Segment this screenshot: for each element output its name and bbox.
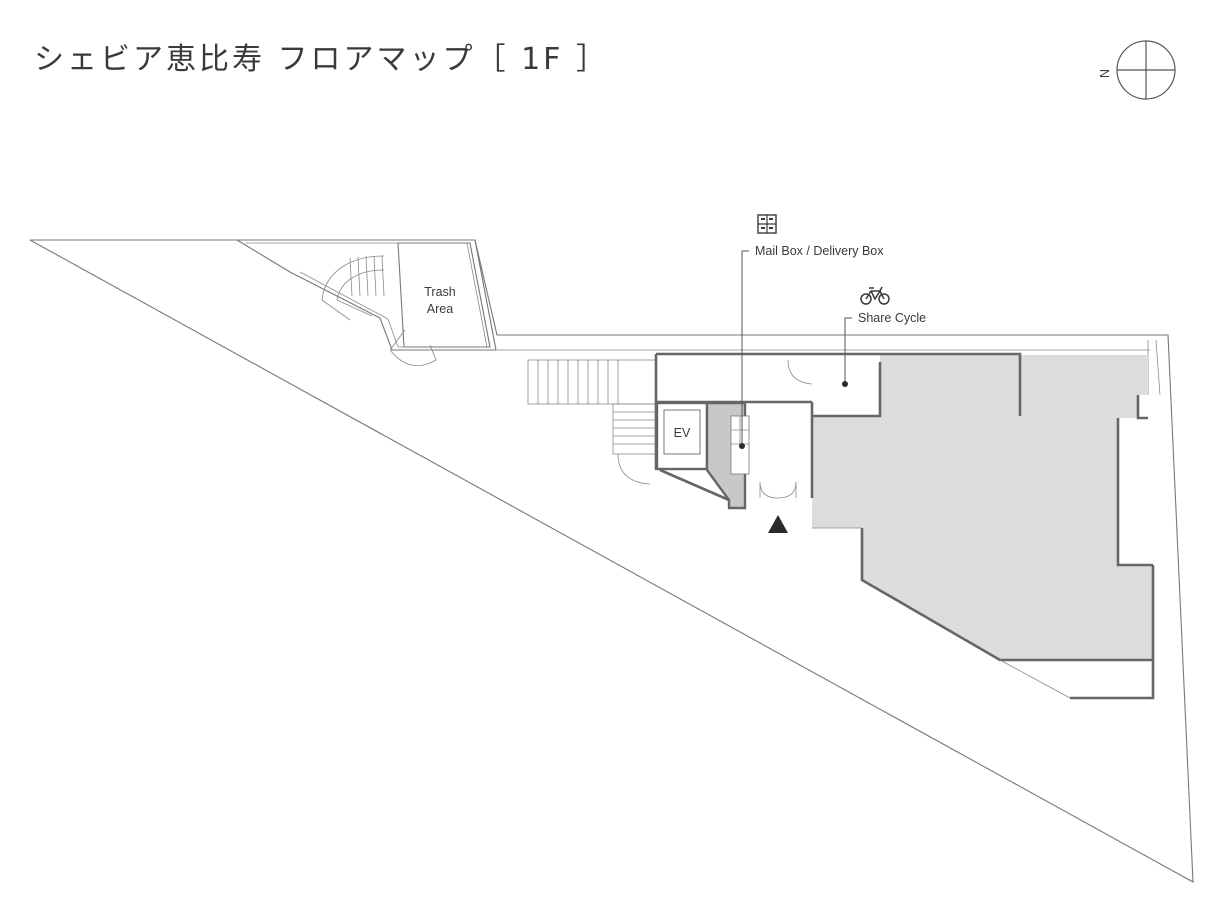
mailbox-icon [757, 214, 777, 234]
mailbox-callout-label: Mail Box / Delivery Box [755, 244, 884, 258]
entrance-doors [759, 359, 813, 499]
trash-area-outline [235, 239, 497, 351]
spiral-stair [321, 255, 385, 321]
compass-icon: N [1097, 40, 1176, 100]
mailbox-callout: Mail Box / Delivery Box [739, 214, 884, 449]
elevator-label: EV [674, 426, 691, 440]
outdoor-stairs [527, 359, 657, 485]
compass-north-label: N [1097, 69, 1111, 78]
trash-area-label-2: Area [427, 302, 453, 316]
trash-area-label-1: Trash [424, 285, 456, 299]
page-title: シェビア恵比寿 フロアマップ［ 1F ］ [34, 42, 609, 77]
share-cycle-callout-label: Share Cycle [858, 311, 926, 325]
trash-door [389, 329, 437, 367]
share-cycle-callout: Share Cycle [842, 286, 926, 387]
entrance-triangle-icon [768, 515, 788, 533]
tenant-area [812, 355, 1153, 660]
bicycle-icon [860, 286, 890, 305]
